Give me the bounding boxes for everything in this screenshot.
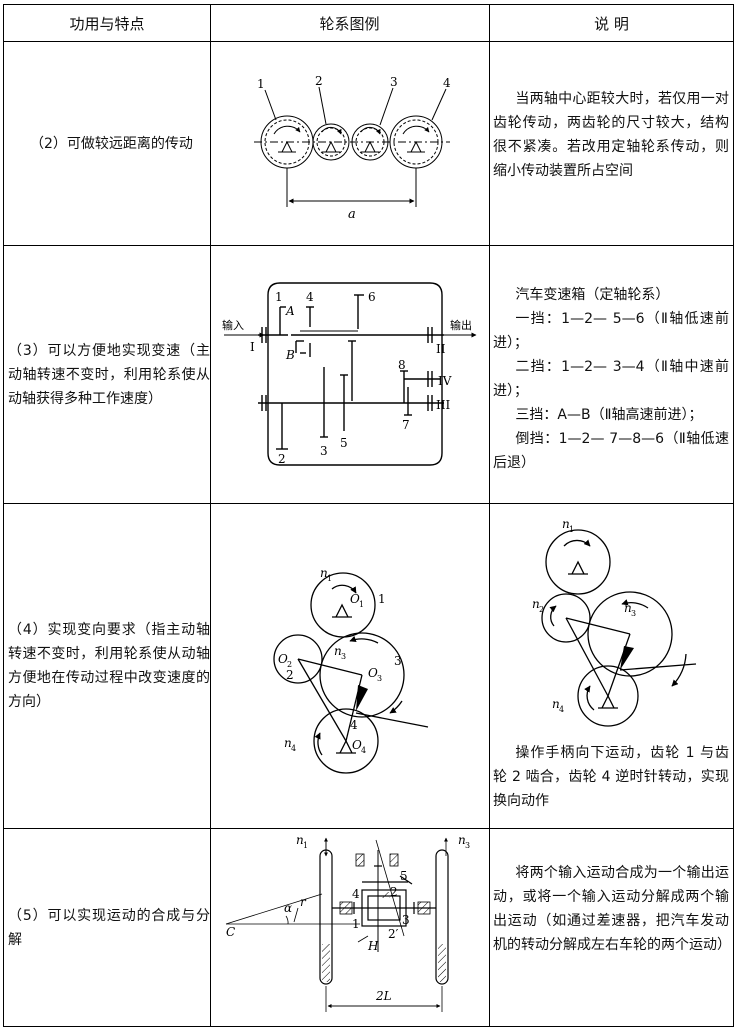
shaft-iii-label: III bbox=[436, 398, 450, 412]
row-divider-1 bbox=[4, 245, 733, 246]
shaft-i-label: I bbox=[250, 340, 255, 354]
speed-n4-label: n bbox=[284, 736, 292, 750]
row2-description: 当两轴中心距较大时，若仅用一对齿轮传动，两齿轮的尺寸较大，结构很不紧凑。若改用定… bbox=[493, 91, 729, 179]
speed-n3-sub: 3 bbox=[631, 609, 636, 618]
row3-feature: （3）可以方便地实现变速（主动轴转速不变时，利用轮系使从动轴获得多种工作速度） bbox=[8, 342, 210, 407]
col-divider-1 bbox=[210, 5, 211, 1026]
center-distance-label: a bbox=[348, 207, 356, 222]
gear-train-figure: 1 2 3 4 a bbox=[254, 74, 451, 222]
angle-alpha-label: α bbox=[284, 901, 292, 915]
point-c-label: C bbox=[226, 925, 235, 939]
header-divider bbox=[4, 41, 733, 42]
speed-n1-sub: 1 bbox=[327, 574, 332, 583]
speed-n4-sub: 4 bbox=[291, 744, 296, 753]
row2-feature: （2）可做较远距离的传动 bbox=[30, 135, 193, 152]
header-figure: 轮系图例 bbox=[319, 14, 380, 33]
gear-2p-label: 2′ bbox=[388, 927, 399, 941]
speed-n2-label: n bbox=[532, 597, 540, 611]
speed-n2-sub: 2 bbox=[539, 605, 544, 614]
output-label: 输出 bbox=[450, 318, 472, 332]
gear-2-label: 2 bbox=[390, 885, 398, 899]
row4-feature: （4）实现变向要求（指主动轴转速不变时，利用轮系使从动轴方便地在传动过程中改变速… bbox=[8, 622, 210, 710]
gear-7-label: 7 bbox=[402, 418, 410, 432]
gear-5-label: 5 bbox=[400, 869, 408, 883]
center-o4-sub: 4 bbox=[361, 746, 366, 755]
row-divider-2 bbox=[4, 503, 733, 504]
gear-3-label: 3 bbox=[320, 444, 328, 458]
center-o3-label: O bbox=[368, 666, 378, 680]
track-width-label: 2L bbox=[375, 989, 392, 1003]
carrier-h-label: H bbox=[367, 939, 379, 953]
header-description: 说 明 bbox=[594, 14, 629, 33]
center-o1-label: O bbox=[350, 592, 360, 606]
row4-description: 操作手柄向下运动，齿轮 1 与齿轮 2 啮合，齿轮 4 逆时针转动，实现换向动作 bbox=[493, 745, 729, 809]
gear-1-label: 1 bbox=[352, 917, 360, 931]
gear-label-2: 2 bbox=[315, 74, 323, 88]
col-divider-2 bbox=[489, 5, 490, 1026]
speed-n3-sub: 3 bbox=[465, 841, 470, 850]
gear-8-label: 8 bbox=[398, 358, 406, 372]
speed-n1-sub: 1 bbox=[569, 525, 574, 534]
row5-description: 将两个输入运动合成为一个输出运动，或将一个输入运动分解成两个输出运动（如通过差速… bbox=[493, 865, 731, 953]
shaft-ii-label: II bbox=[436, 342, 446, 356]
gear-6-label: 6 bbox=[368, 290, 376, 304]
reversing-figure-left: n 1 n 3 n 4 O 1 O 2 O 3 O 4 1 2 3 4 bbox=[273, 566, 429, 774]
gear-label-1: 1 bbox=[257, 77, 265, 91]
gear-4-label: 4 bbox=[350, 718, 358, 732]
shaft-iv-label: IV bbox=[438, 374, 452, 388]
gear-3-label: 3 bbox=[394, 654, 402, 668]
speed-n4-sub: 4 bbox=[559, 705, 564, 714]
gear-label-4: 4 bbox=[443, 76, 451, 90]
gear-label-3: 3 bbox=[390, 75, 398, 89]
speed-n3-label: n bbox=[624, 601, 632, 615]
center-o4-label: O bbox=[352, 738, 362, 752]
gear-4-label: 4 bbox=[352, 887, 360, 901]
function-table: 功用与特点 轮系图例 说 明 （2）可做较远距离的传动 当两轴中心距较大时，若仅… bbox=[3, 4, 734, 1027]
speed-n1-label: n bbox=[320, 566, 328, 580]
gear-2-label: 2 bbox=[278, 452, 286, 466]
gear-2-label: 2 bbox=[286, 668, 294, 682]
center-o3-sub: 3 bbox=[377, 674, 382, 683]
center-o2-label: O bbox=[278, 652, 288, 666]
header-feature: 功用与特点 bbox=[69, 14, 145, 33]
speed-n3-label: n bbox=[458, 833, 466, 847]
input-label: 输入 bbox=[222, 318, 244, 332]
radius-r-label: r bbox=[300, 895, 307, 909]
gear-3-label: 3 bbox=[402, 913, 410, 927]
gear-1-label: 1 bbox=[378, 592, 386, 606]
row-divider-3 bbox=[4, 828, 733, 829]
gear-1-label: 1 bbox=[275, 290, 283, 304]
speed-n3-label: n bbox=[334, 644, 342, 658]
center-o1-sub: 1 bbox=[359, 600, 364, 609]
gear-4-label: 4 bbox=[306, 290, 314, 304]
speed-n1-label: n bbox=[296, 833, 304, 847]
center-o2-sub: 2 bbox=[287, 660, 292, 669]
clutch-a-label: A bbox=[285, 304, 295, 318]
differential-figure: C α r n 1 n 3 4 5 2 1 3 2′ H 2L bbox=[225, 833, 470, 1012]
speed-n3-sub: 3 bbox=[341, 652, 346, 661]
row5-feature: （5）可以实现运动的合成与分解 bbox=[8, 907, 210, 948]
gear-5-label: 5 bbox=[340, 436, 348, 450]
gearbox-figure: 输入 输出 1 2 3 4 5 6 7 8 A B I II III IV bbox=[222, 282, 477, 466]
clutch-b-label: B bbox=[285, 348, 295, 362]
speed-n1-label: n bbox=[562, 517, 570, 531]
speed-n4-label: n bbox=[552, 697, 560, 711]
row3-description: 汽车变速箱（定轴轮系） 一挡：1—2— 5—6（Ⅱ轴低速前进）； 二挡：1—2—… bbox=[493, 287, 729, 471]
speed-n1-sub: 1 bbox=[303, 841, 308, 850]
reversing-figure-right: n 1 n 2 n 3 n 4 bbox=[532, 517, 697, 727]
